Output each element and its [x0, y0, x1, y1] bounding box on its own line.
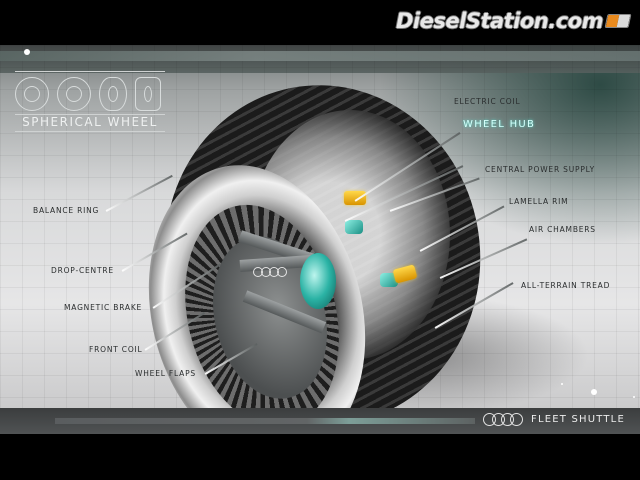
hub-rings-logo — [253, 267, 287, 277]
callout-magnetic-brake: MAGNETIC BRAKE — [64, 303, 143, 312]
electric-coil-part — [344, 191, 366, 205]
four-rings-logo-icon — [483, 413, 523, 426]
wheel-hub-core — [300, 253, 336, 309]
spherical-wheel-badge: SPHERICAL WHEEL — [15, 59, 167, 132]
fleet-shuttle-title: FLEET SHUTTLE — [531, 414, 625, 425]
sparkle-dot — [561, 383, 563, 385]
sparkle-dot — [24, 49, 30, 55]
bottom-streak — [55, 418, 475, 424]
wheel-side-icon — [99, 77, 127, 111]
callout-balance-ring: BALANCE RING — [33, 206, 100, 215]
callout-lamella-rim: LAMELLA RIM — [509, 197, 569, 206]
badge-top-rule — [15, 71, 165, 72]
brand-badge-icon — [604, 14, 632, 28]
bottom-black-bar — [0, 434, 640, 480]
wheel-cutaway-icon — [135, 77, 161, 111]
badge-title: SPHERICAL WHEEL — [22, 115, 158, 129]
callout-front-coil: FRONT COIL — [89, 345, 143, 354]
dieselstation-logo: DieselStation.com — [396, 8, 632, 34]
callout-drop-centre: DROP-CENTRE — [51, 266, 114, 275]
callout-air-chambers: AIR CHAMBERS — [529, 225, 596, 234]
top-streak — [0, 51, 640, 61]
badge-bottom-rule — [15, 131, 165, 132]
sparkle-dot — [633, 396, 635, 398]
wheel-illustration: SPHERICAL WHEEL ELECTRIC COIL WHEEL HUB … — [0, 45, 640, 415]
callout-central-power-supply: CENTRAL POWER SUPPLY — [485, 165, 596, 174]
callout-wheel-flaps: WHEEL FLAPS — [135, 369, 196, 378]
fleet-shuttle-badge: FLEET SHUTTLE — [483, 413, 625, 426]
callout-electric-coil: ELECTRIC COIL — [454, 97, 521, 106]
top-bar: DieselStation.com — [0, 0, 640, 45]
wheel-rim-icon — [57, 77, 91, 111]
brand-name: DieselStation.com — [396, 9, 604, 33]
sparkle-dot — [591, 389, 597, 395]
callout-wheel-hub: WHEEL HUB — [463, 119, 536, 130]
hub-bearing — [345, 220, 363, 234]
wheel-front-icon — [15, 77, 49, 111]
badge-mid-rule — [15, 114, 165, 115]
callout-all-terrain-tread: ALL-TERRAIN TREAD — [521, 281, 611, 290]
